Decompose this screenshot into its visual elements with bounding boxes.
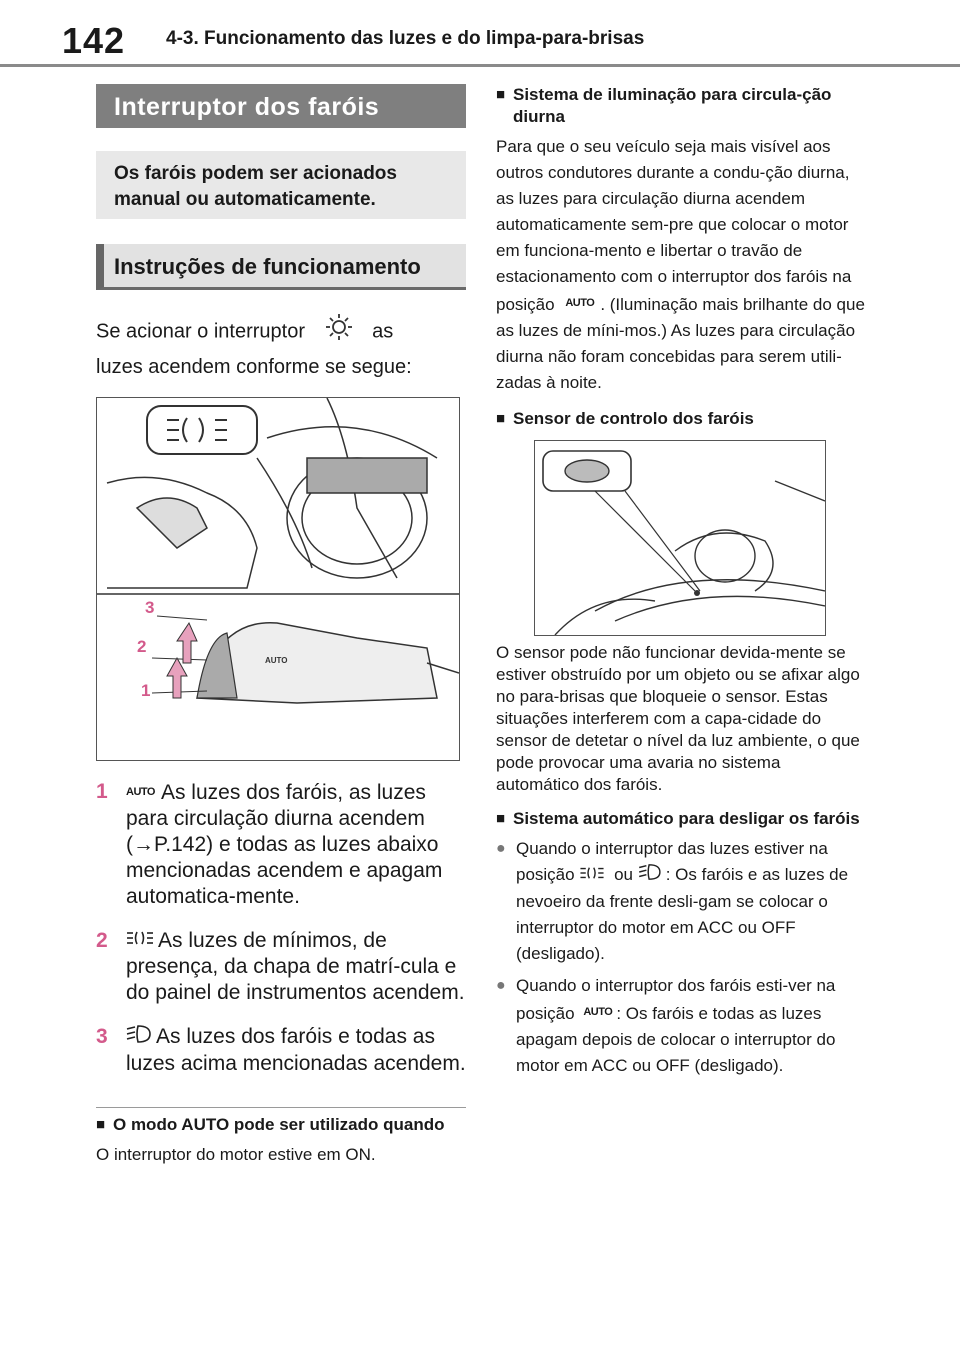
parking-lights-icon	[579, 863, 605, 889]
page-number: 142	[62, 20, 126, 61]
auto-off-heading-text: Sistema automático para desligar os faró…	[513, 809, 860, 828]
figure-auto-label: AUTO	[265, 656, 288, 665]
intro-text-a: Se acionar o interruptor	[96, 320, 306, 343]
parking-lights-icon	[126, 928, 154, 954]
list-item-3: 3 As luzes dos faróis e todas as luzes a…	[96, 1024, 466, 1077]
square-bullet-icon: ■	[496, 410, 506, 427]
item-number: 3	[96, 1025, 108, 1049]
bullet2-text-b: : Os faróis e todas as luzes apagam depo…	[516, 1003, 836, 1075]
auto-mode-heading: ■ O modo AUTO pode ser utilizado quando	[96, 1114, 466, 1136]
square-bullet-icon: ■	[96, 1116, 106, 1134]
square-bullet-icon: ■	[496, 810, 506, 827]
item-text: As luzes dos faróis, as luzes para circu…	[126, 781, 443, 908]
intro-paragraph: Se acionar o interruptor as luzes acende…	[96, 312, 466, 383]
headlight-icon	[638, 863, 662, 889]
auto-icon: AUTO	[126, 786, 155, 798]
header-rule	[0, 64, 960, 67]
item-text: As luzes dos faróis e todas as luzes aci…	[126, 1025, 466, 1076]
headlight-icon	[126, 1024, 152, 1051]
note-box: Os faróis podem ser acionados manual ou …	[96, 151, 466, 219]
drl-paragraph: Para que o seu veículo seja mais visível…	[496, 134, 868, 396]
drl-text-a: Para que o seu veículo seja mais visível…	[496, 137, 850, 286]
divider	[96, 1107, 466, 1109]
bullet1-text-b: ou	[614, 865, 633, 884]
figure-label-1: 1	[141, 681, 150, 700]
bullet1-text-c: : Os faróis e as luzes de nevoeiro da fr…	[516, 865, 849, 963]
auto-off-bullet-1: ● Quando o interruptor das luzes estiver…	[496, 836, 868, 967]
figure-label-3: 3	[145, 598, 154, 617]
sensor-text: O sensor pode não funcionar devida-mente…	[496, 643, 860, 794]
figure-label-2: 2	[137, 637, 146, 656]
auto-icon: AUTO	[565, 297, 595, 309]
list-item-2: 2 As luzes de mínimos, de presença, da c…	[96, 928, 466, 1006]
item-number: 1	[96, 780, 108, 803]
round-bullet-icon: ●	[496, 840, 506, 857]
auto-off-heading: ■ Sistema automático para desligar os fa…	[496, 808, 868, 830]
section-title: 4-3. Funcionamento das luzes e do limpa-…	[166, 28, 645, 49]
round-bullet-icon: ●	[496, 976, 506, 994]
intro-text-c: luzes acendem conforme se segue:	[96, 356, 412, 378]
auto-mode-heading-text: O modo AUTO pode ser utilizado quando	[113, 1115, 445, 1135]
drl-heading-text: Sistema de iluminação para circula-ção d…	[513, 85, 832, 126]
square-bullet-icon: ■	[496, 86, 506, 103]
item-number: 2	[96, 929, 108, 952]
sensor-heading: ■ Sensor de controlo dos faróis	[496, 408, 868, 430]
drl-text-c: . (Iluminação mais brilhante do que as l…	[496, 295, 865, 392]
item-text: As luzes de mínimos, de presença, da cha…	[126, 929, 465, 1005]
auto-mode-text: O interruptor do motor estive em ON.	[96, 1145, 376, 1165]
right-column: ■ Sistema de iluminação para circula-ção…	[496, 84, 868, 1079]
headlight-switch-figure: AUTO 3 2 1	[96, 397, 460, 761]
drl-heading: ■ Sistema de iluminação para circula-ção…	[496, 84, 868, 128]
subheading-banner: Instruções de funcionamento	[96, 244, 466, 290]
auto-icon: AUTO	[583, 1005, 613, 1018]
sensor-figure	[534, 440, 826, 636]
section-banner: Interruptor dos faróis	[96, 84, 466, 128]
headlight-switch-icon	[311, 312, 367, 352]
sensor-heading-text: Sensor de controlo dos faróis	[513, 409, 754, 428]
drl-text-b: faróis na posição	[496, 267, 852, 314]
bullet1-text-a: Quando o interruptor das luzes estiver n…	[516, 839, 828, 884]
auto-off-bullet-2: ● Quando o interruptor dos faróis esti-v…	[496, 973, 868, 1079]
intro-text-b: as	[372, 320, 394, 343]
bullet2-text-a: Quando o interruptor dos faróis esti-ver…	[516, 975, 836, 1023]
left-column: Interruptor dos faróis Os faróis podem s…	[96, 84, 466, 1168]
